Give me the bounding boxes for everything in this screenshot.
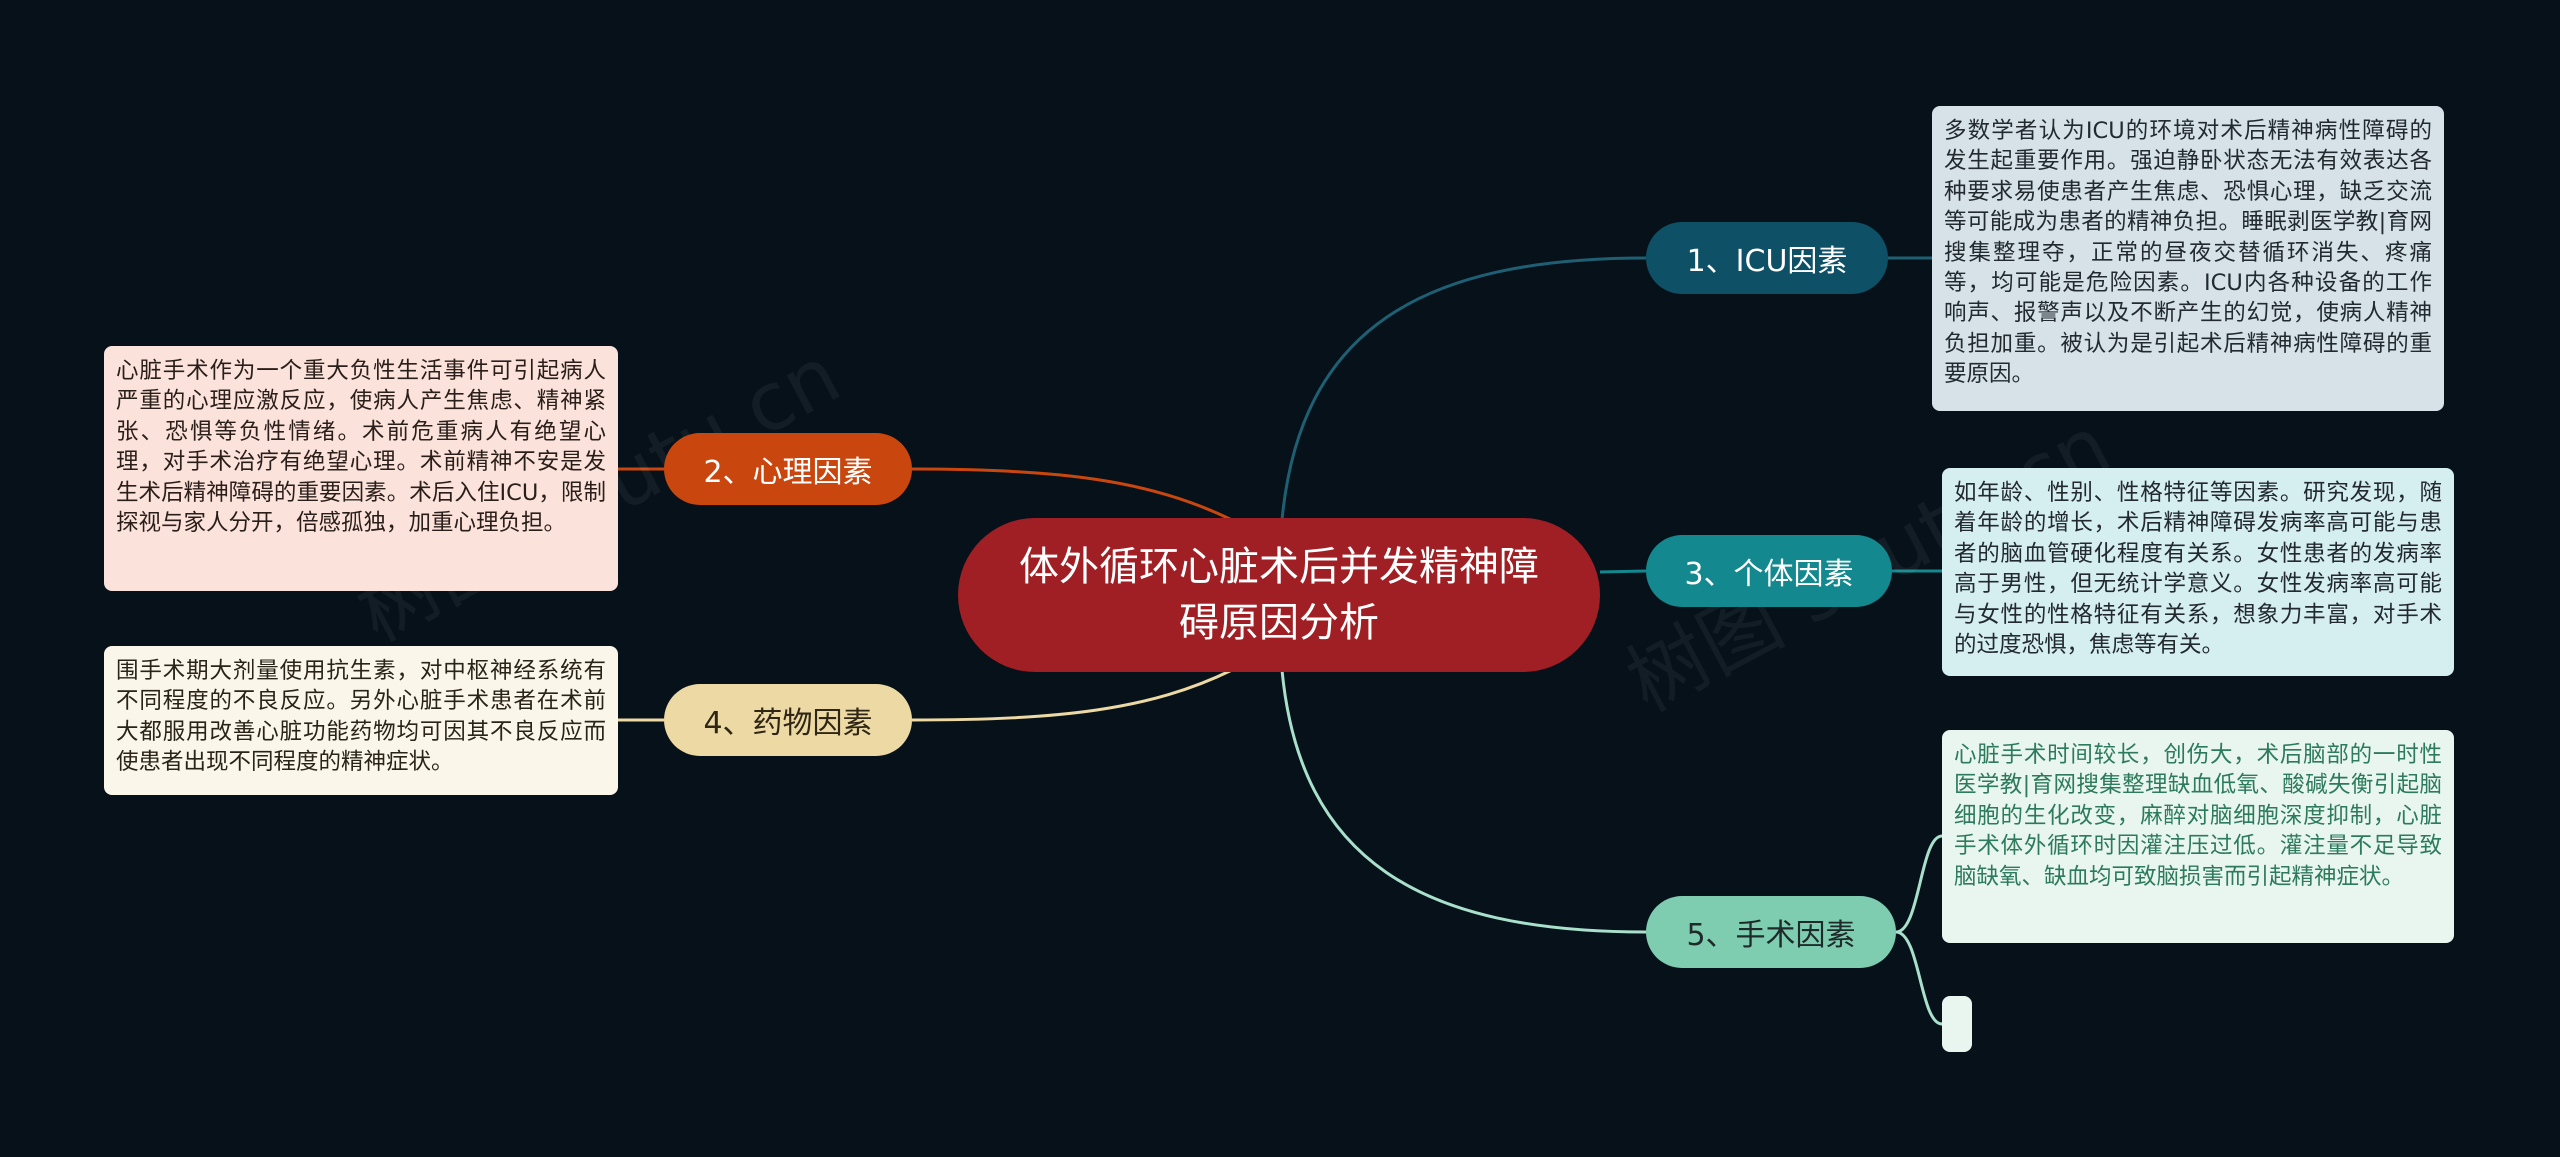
- root-topic[interactable]: 体外循环心脏术后并发精神障碍原因分析: [958, 518, 1600, 672]
- branch-label: 1、ICU因素: [1686, 244, 1848, 279]
- link-root-surgery: [1280, 669, 1647, 934]
- branch-drug-factors[interactable]: 4、药物因素: [664, 684, 912, 756]
- branch-icu-factors[interactable]: 1、ICU因素: [1646, 222, 1888, 294]
- detail-icu-factors[interactable]: 多数学者认为ICU的环境对术后精神病性障碍的发生起重要作用。强迫静卧状态无法有效…: [1932, 106, 2444, 411]
- branch-individual-factors[interactable]: 3、个体因素: [1646, 535, 1892, 607]
- root-title: 体外循环心脏术后并发精神障碍原因分析: [1019, 544, 1539, 646]
- branch-label: 4、药物因素: [703, 706, 873, 741]
- detail-psychological-factors[interactable]: 心脏手术作为一个重大负性生活事件可引起病人严重的心理应激反应，使病人产生焦虑、精…: [104, 346, 618, 591]
- branch-label: 3、个体因素: [1684, 557, 1854, 592]
- link-surgery-detail: [1895, 834, 1943, 934]
- link-root-individual: [1599, 569, 1647, 574]
- link-root-drug: [911, 668, 1233, 722]
- detail-surgery-empty-node[interactable]: [1942, 996, 1972, 1052]
- link-root-psychology: [911, 467, 1233, 522]
- branch-surgery-factors[interactable]: 5、手术因素: [1646, 896, 1896, 968]
- link-surgery-detail-2: [1895, 930, 1943, 1026]
- branch-psychological-factors[interactable]: 2、心理因素: [664, 433, 912, 505]
- detail-drug-factors[interactable]: 围手术期大剂量使用抗生素，对中枢神经系统有不同程度的不良反应。另外心脏手术患者在…: [104, 646, 618, 795]
- detail-surgery-factors[interactable]: 心脏手术时间较长，创伤大，术后脑部的一时性医学教|育网搜集整理缺血低氧、酸碱失衡…: [1942, 730, 2454, 943]
- branch-label: 5、手术因素: [1686, 918, 1856, 953]
- link-root-icu: [1280, 256, 1647, 521]
- branch-label: 2、心理因素: [703, 455, 873, 490]
- detail-individual-factors[interactable]: 如年龄、性别、性格特征等因素。研究发现，随着年龄的增长，术后精神障碍发病率高可能…: [1942, 468, 2454, 676]
